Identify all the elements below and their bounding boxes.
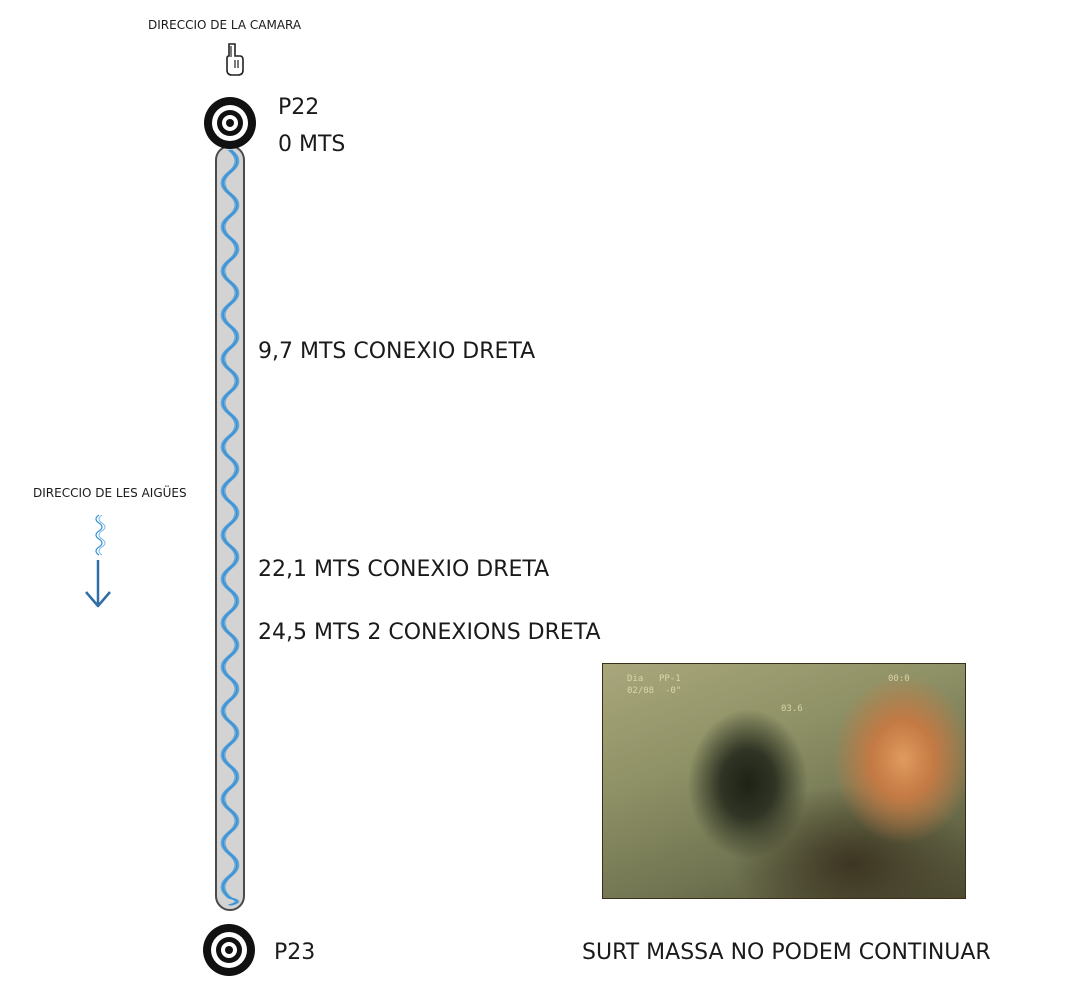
water-flow-lines	[220, 149, 240, 906]
photo-overlay-text: PP-1	[659, 674, 681, 684]
photo-caption: SURT MASSA NO PODEM CONTINUAR	[582, 940, 991, 965]
water-flow-line	[223, 149, 239, 906]
connection-annotation-3: 24,5 MTS 2 CONEXIONS DRETA	[258, 620, 601, 645]
photo-overlay-text: 03.6	[781, 704, 803, 714]
start-manhole-label: P22	[278, 95, 320, 120]
photo-overlay-text: Dia	[627, 674, 644, 684]
end-manhole-icon	[203, 924, 255, 976]
end-manhole-label: P23	[274, 940, 316, 965]
start-manhole-distance: 0 MTS	[278, 132, 346, 157]
photo-overlay-text: -0"	[665, 686, 682, 696]
photo-overlay-text: 00:0	[888, 674, 910, 684]
start-manhole-icon	[204, 97, 256, 149]
connection-annotation-1: 9,7 MTS CONEXIO DRETA	[258, 339, 536, 364]
water-flow-line	[224, 149, 240, 906]
connection-annotation-2: 22,1 MTS CONEXIO DRETA	[258, 557, 550, 582]
pointing-hand-icon	[226, 43, 244, 76]
camera-direction-label: DIRECCIO DE LA CAMARA	[148, 18, 302, 32]
water-flow-line	[222, 149, 238, 906]
water-flow-line	[220, 149, 236, 906]
wavy-down-arrow-icon	[85, 514, 111, 608]
water-direction-label: DIRECCIO DE LES AIGÜES	[33, 486, 187, 500]
photo-overlay-text: 02/08	[627, 686, 655, 696]
inspection-photo: Dia PP-1 02/08 -0" 03.6 00:0	[602, 663, 966, 899]
